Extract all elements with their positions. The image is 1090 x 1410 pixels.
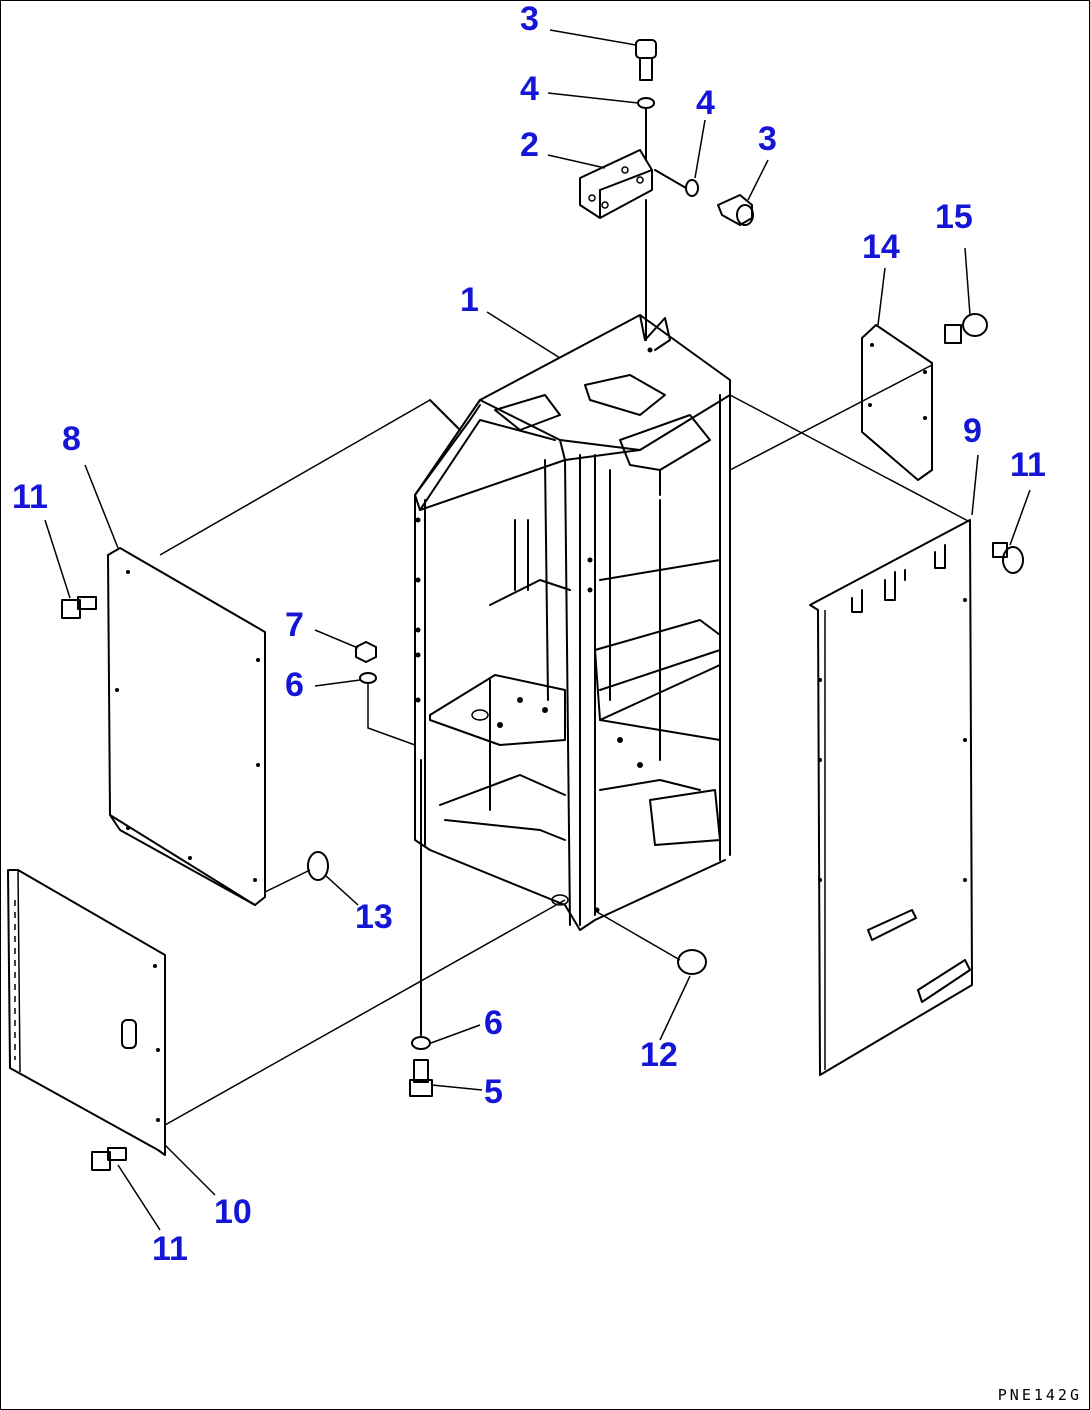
- callout-11-right: 11: [1010, 446, 1046, 484]
- panel-8-drawing: [61, 399, 431, 906]
- callout-2: 2: [520, 126, 539, 164]
- callout-3-top: 3: [520, 0, 539, 38]
- callout-5: 5: [484, 1073, 503, 1111]
- plate-14-drawing: [729, 313, 988, 481]
- main-frame-drawing: [414, 314, 731, 931]
- callout-6-upper: 6: [285, 666, 304, 704]
- callout-4-top: 4: [520, 70, 539, 108]
- callout-4-side: 4: [696, 84, 715, 122]
- panel-10-drawing: [7, 869, 566, 1171]
- callout-15: 15: [935, 198, 973, 236]
- callout-6-lower: 6: [484, 1004, 503, 1042]
- callout-8: 8: [62, 420, 81, 458]
- side-panel-9-drawing: [729, 394, 1024, 1076]
- bracket-assembly-drawing: [579, 39, 754, 341]
- callout-leaders: [44, 29, 1031, 1231]
- callout-9: 9: [963, 412, 982, 450]
- callout-7: 7: [285, 606, 304, 644]
- callout-10: 10: [214, 1193, 252, 1231]
- bottom-fasteners-drawing: [409, 759, 707, 1097]
- callout-3-side: 3: [758, 120, 777, 158]
- callout-11-left: 11: [12, 478, 48, 516]
- callout-12: 12: [640, 1036, 678, 1074]
- callout-1: 1: [460, 281, 479, 319]
- callout-11-bottom: 11: [152, 1230, 188, 1268]
- diagram-code-label: PNE142G: [997, 1386, 1082, 1404]
- callout-13: 13: [355, 898, 393, 936]
- callout-14: 14: [862, 228, 900, 266]
